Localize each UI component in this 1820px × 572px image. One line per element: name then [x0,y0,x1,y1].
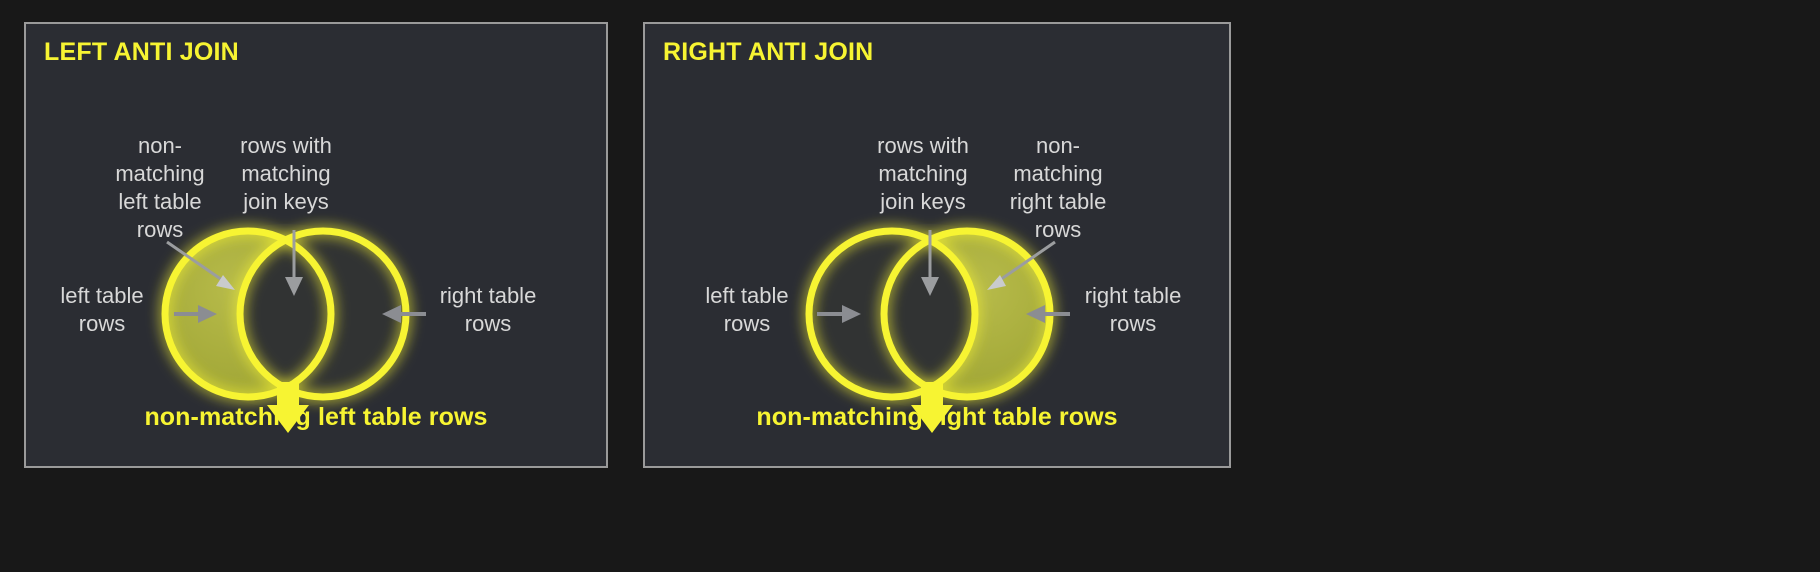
arrow-right-table-rows [1026,305,1070,323]
venn-svg-right [805,224,1070,433]
note-left-table-rows: left table rows [705,283,789,336]
result-arrow-down [911,382,953,433]
arrow-left-table-rows [174,305,217,323]
panel-title-left: LEFT ANTI JOIN [44,38,239,66]
note-non-matching-left-table-rows: non- matching left table rows [115,133,205,242]
result-caption-right: non-matching right table rows [756,403,1118,431]
result-caption-left: non-matching left table rows [144,403,488,431]
note-non-matching-right-table-rows: non- matching right table rows [1009,133,1107,242]
leader-line-top-center [987,240,1056,290]
venn-circle-left [805,227,979,401]
venn-circle-left [161,227,335,401]
result-arrow-down [267,382,309,433]
note-left-table-rows: left table rows [60,283,144,336]
leader-line-top-left [921,230,939,296]
note-right-table-rows: right table rows [439,283,537,336]
arrow-left-table-rows [817,305,861,323]
panel-right-anti-join: RIGHT ANTI JOIN [643,22,1231,468]
leader-line-top-left [166,240,235,290]
panel-left-anti-join: LEFT ANTI JOIN [24,22,608,468]
note-right-table-rows: right table rows [1084,283,1182,336]
venn-svg-left [161,224,426,433]
panel-title-right: RIGHT ANTI JOIN [663,38,874,66]
note-rows-with-matching-join-keys: rows with matching join keys [240,133,332,214]
venn-fill-left-only [165,231,331,397]
arrow-right-table-rows [382,305,426,323]
venn-diagram-right [645,24,1229,466]
venn-diagram-left [26,24,606,466]
leader-line-top-center [285,230,303,296]
note-rows-with-matching-join-keys: rows with matching join keys [877,133,969,214]
